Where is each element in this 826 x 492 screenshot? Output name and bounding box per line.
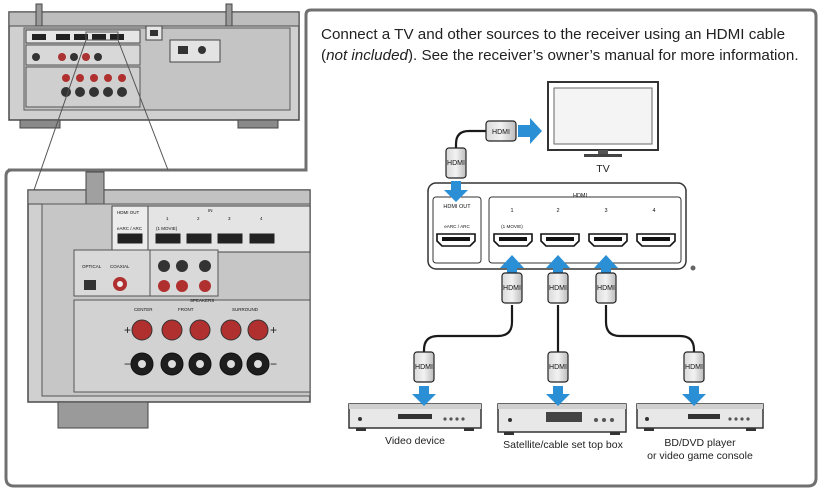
arrow-from-input-2	[546, 255, 570, 280]
intro-part-2: ). See the receiver’s owner’s manual for…	[407, 47, 799, 64]
hdmi-input-3-number: 3	[604, 208, 608, 214]
hdmi-panel	[427, 182, 696, 271]
plug-input-3-body	[595, 272, 617, 304]
rz-in-label: IN	[208, 208, 213, 213]
bd-player	[636, 403, 764, 431]
plug-hdmi-out-label: HDMI	[447, 160, 465, 167]
svg-text:−: −	[124, 357, 131, 371]
rz-speakers-label: SPEAKERS	[190, 298, 215, 303]
arrow-to-tv	[518, 118, 542, 144]
hdmi-input-4-port-slot	[642, 237, 670, 241]
plug-satellite-box-label: HDMI	[549, 364, 567, 371]
hdmi-panel-title: HDMI	[572, 193, 588, 199]
hdmi-ports	[436, 233, 676, 247]
video-device	[348, 403, 482, 431]
hdmi-arc-label: eARC / ARC	[444, 224, 470, 229]
svg-text:−: −	[270, 357, 277, 371]
rz-front-label: FRONT	[178, 307, 194, 312]
plug-satellite-box-body	[547, 351, 569, 383]
rz-input-2: 2	[197, 216, 200, 221]
intro-part-1: Connect a TV and other sources to the re…	[321, 26, 786, 64]
hdmi-out-port-slot	[442, 237, 470, 241]
arrow-to-bd-player	[682, 386, 706, 406]
zoom-frame	[4, 8, 818, 488]
plug-hdmi-out-body	[445, 147, 467, 179]
rz-optical-label: OPTICAL	[82, 264, 102, 269]
plug-tv-label: HDMI	[492, 129, 510, 136]
hdmi-input-4-number: 4	[652, 208, 656, 214]
rz-coaxial-label: COAXIAL	[110, 264, 130, 269]
bd-player-label-1: BD/DVD player	[664, 437, 736, 449]
video-device-label: Video device	[385, 435, 445, 447]
hdmi-out-label: HDMI OUT	[443, 204, 471, 210]
rz-center-label: CENTER	[134, 307, 153, 312]
plug-bd-player-label: HDMI	[685, 364, 703, 371]
intro-italic: not included	[326, 47, 408, 64]
connection-arrows	[412, 118, 706, 406]
rz-out-label: HDMI OUT	[117, 210, 140, 215]
rz-input-4: 4	[260, 216, 263, 221]
plug-input-3-label: HDMI	[597, 285, 615, 292]
hdmi-input-3-port-slot	[594, 237, 622, 241]
plug-input-2-label: HDMI	[549, 285, 567, 292]
hdmi-movie-label: (1 MOVIE)	[501, 224, 523, 229]
hdmi-plugs: HDMI HDMI HDMI HDMI HDMI HDMI HDMI HDMI	[413, 120, 705, 383]
rz-arc-label: eARC / ARC	[117, 226, 143, 231]
receiver-overview	[8, 3, 300, 191]
satellite-box-label: Satellite/cable set top box	[503, 439, 623, 451]
rz-surround-label: SURROUND	[232, 307, 259, 312]
hdmi-input-1-port-slot	[499, 237, 527, 241]
plug-tv-body	[485, 120, 517, 142]
intro-text: Connect a TV and other sources to the re…	[321, 24, 811, 66]
hdmi-input-2-number: 2	[556, 208, 560, 214]
receiver-zoomed: + + − −	[27, 171, 311, 429]
arrow-from-input-3	[594, 255, 618, 280]
svg-text:+: +	[270, 323, 277, 337]
arrow-to-satellite-box	[546, 386, 570, 406]
hdmi-input-1-number: 1	[510, 208, 514, 214]
plug-input-1-label: HDMI	[503, 285, 521, 292]
tv	[547, 81, 659, 157]
satellite-box	[497, 403, 627, 435]
tv-label: TV	[596, 163, 610, 175]
plug-input-1-body	[501, 272, 523, 304]
plug-input-2-body	[547, 272, 569, 304]
rz-input-3: 3	[228, 216, 231, 221]
hdmi-input-2-port-slot	[546, 237, 574, 241]
plug-video-device-label: HDMI	[415, 364, 433, 371]
plug-bd-player-body	[683, 351, 705, 383]
rz-movie-label: (1 MOVIE)	[156, 226, 178, 231]
arrow-to-hdmi-out	[444, 181, 468, 202]
bd-player-label-2: or video game console	[647, 450, 753, 462]
plug-video-device-body	[413, 351, 435, 383]
rz-input-1: 1	[166, 216, 169, 221]
svg-text:+: +	[124, 323, 131, 337]
arrow-to-video-device	[412, 386, 436, 406]
arrow-from-input-1	[500, 255, 524, 280]
